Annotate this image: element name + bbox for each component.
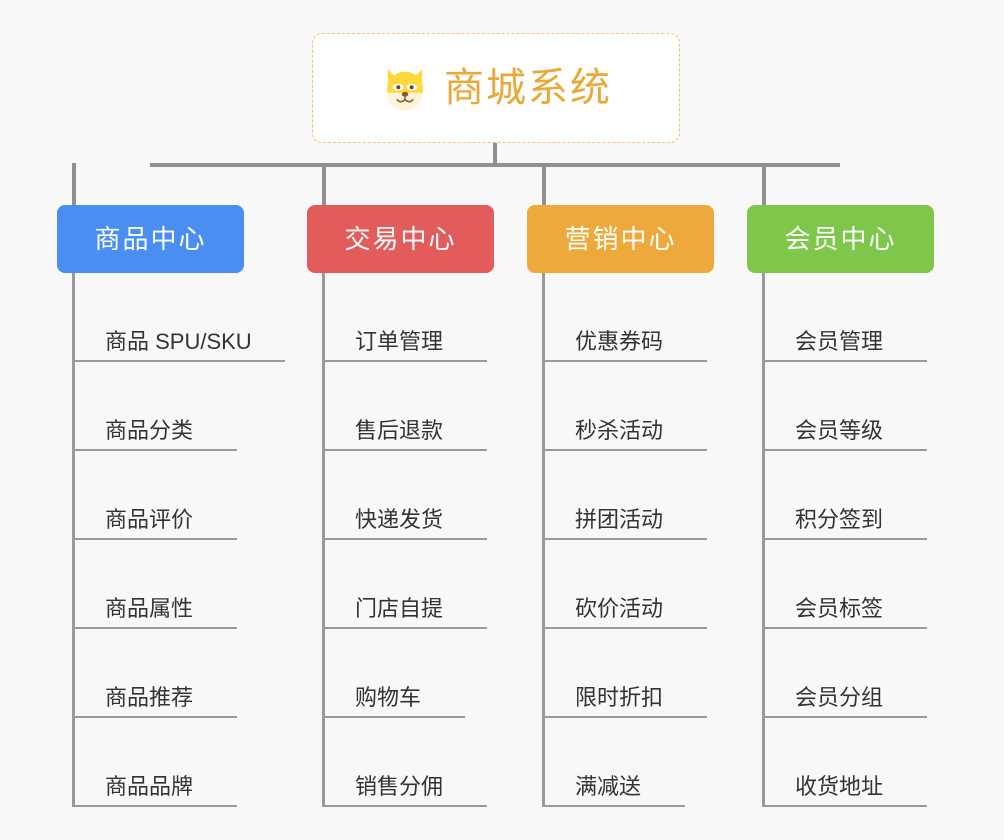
leaf-item-label: 砍价活动 [575,596,664,621]
leaf-item-rule [762,716,927,718]
leaf-column-product-center: 商品 SPU/SKU 商品分类商品评价商品属性商品推荐商品品牌 [72,273,302,807]
leaf-item[interactable]: 会员标签 [762,540,927,629]
leaf-item-label: 商品属性 [105,596,194,621]
connector-drop-trade-center [322,163,326,205]
category-box-marketing-center[interactable]: 营销中心 [527,205,714,273]
leaf-item-rule [542,627,707,629]
leaf-item[interactable]: 商品品牌 [72,718,237,807]
leaf-item-rule [542,449,707,451]
leaf-item-rule [72,805,237,807]
leaf-item[interactable]: 订单管理 [322,273,487,362]
connector-root-stem [493,143,497,166]
leaf-item-rule [72,716,237,718]
leaf-item[interactable]: 会员管理 [762,273,927,362]
leaf-item-label: 快递发货 [355,507,444,532]
leaf-item-label: 购物车 [355,685,422,710]
connector-drop-marketing-center [542,163,546,205]
leaf-item-label: 售后退款 [355,418,444,443]
category-label: 营销中心 [564,224,677,254]
leaf-item-label: 商品 SPU/SKU [105,329,252,354]
leaf-item[interactable]: 快递发货 [322,451,487,540]
leaf-item-label: 商品品牌 [105,774,194,799]
leaf-item-label: 满减送 [575,774,642,799]
connector-spine-trade-center [322,273,325,807]
leaf-item[interactable]: 秒杀活动 [542,362,707,451]
leaf-item-rule [762,627,927,629]
leaf-item-label: 收货地址 [795,774,884,799]
leaf-item[interactable]: 购物车 [322,629,465,718]
leaf-item[interactable]: 积分签到 [762,451,927,540]
leaf-item[interactable]: 优惠券码 [542,273,707,362]
leaf-column-trade-center: 订单管理售后退款快递发货门店自提购物车销售分佣 [322,273,552,807]
connector-spine-marketing-center [542,273,545,807]
leaf-column-marketing-center: 优惠券码秒杀活动拼团活动砍价活动限时折扣满减送 [542,273,772,807]
leaf-item-label: 销售分佣 [355,774,444,799]
leaf-item[interactable]: 商品 SPU/SKU [72,273,285,362]
leaf-item[interactable]: 销售分佣 [322,718,487,807]
leaf-item-rule [322,449,487,451]
leaf-item-label: 商品评价 [105,507,194,532]
leaf-item-label: 门店自提 [355,596,444,621]
leaf-item[interactable]: 收货地址 [762,718,927,807]
leaf-column-member-center: 会员管理会员等级积分签到会员标签会员分组收货地址 [762,273,992,807]
leaf-item-label: 会员标签 [795,596,884,621]
leaf-item[interactable]: 门店自提 [322,540,487,629]
leaf-item-rule [542,716,707,718]
category-box-member-center[interactable]: 会员中心 [747,205,934,273]
leaf-item[interactable]: 满减送 [542,718,685,807]
root-node[interactable]: 商城系统 [312,33,680,143]
leaf-item[interactable]: 拼团活动 [542,451,707,540]
leaf-item[interactable]: 商品分类 [72,362,237,451]
leaf-item-rule [72,360,285,362]
connector-drop-product-center [72,163,76,205]
leaf-item-rule [762,449,927,451]
leaf-item[interactable]: 会员等级 [762,362,927,451]
category-label: 商品中心 [94,224,207,254]
leaf-item-rule [72,538,237,540]
leaf-item[interactable]: 商品属性 [72,540,237,629]
category-label: 会员中心 [784,224,897,254]
leaf-item[interactable]: 商品评价 [72,451,237,540]
leaf-item-rule [322,627,487,629]
leaf-item-rule [322,538,487,540]
leaf-item-label: 积分签到 [795,507,884,532]
leaf-item-label: 会员等级 [795,418,884,443]
leaf-item[interactable]: 售后退款 [322,362,487,451]
category-box-product-center[interactable]: 商品中心 [57,205,244,273]
leaf-item-label: 商品分类 [105,418,194,443]
root-title: 商城系统 [444,66,612,110]
leaf-item-rule [542,360,707,362]
category-label: 交易中心 [344,224,457,254]
leaf-item-rule [322,805,487,807]
leaf-item-label: 订单管理 [355,329,444,354]
leaf-item-rule [762,360,927,362]
leaf-item[interactable]: 砍价活动 [542,540,707,629]
leaf-item-label: 限时折扣 [575,685,664,710]
leaf-item-rule [72,627,237,629]
connector-horizontal-bus [150,163,840,167]
leaf-item-rule [542,805,685,807]
connector-spine-product-center [72,273,75,807]
leaf-item-rule [322,716,465,718]
leaf-item-label: 商品推荐 [105,685,194,710]
leaf-item-rule [542,538,707,540]
leaf-item[interactable]: 限时折扣 [542,629,707,718]
leaf-item-label: 秒杀活动 [575,418,664,443]
leaf-item-rule [322,360,487,362]
leaf-item-label: 优惠券码 [575,329,664,354]
category-box-trade-center[interactable]: 交易中心 [307,205,494,273]
dog-face-icon [387,69,423,111]
leaf-item[interactable]: 商品推荐 [72,629,237,718]
leaf-item-rule [762,805,927,807]
leaf-item-label: 会员分组 [795,685,884,710]
leaf-item-label: 会员管理 [795,329,884,354]
leaf-item-rule [72,449,237,451]
connector-spine-member-center [762,273,765,807]
leaf-item[interactable]: 会员分组 [762,629,927,718]
connector-drop-member-center [762,163,766,205]
leaf-item-label: 拼团活动 [575,507,664,532]
leaf-item-rule [762,538,927,540]
